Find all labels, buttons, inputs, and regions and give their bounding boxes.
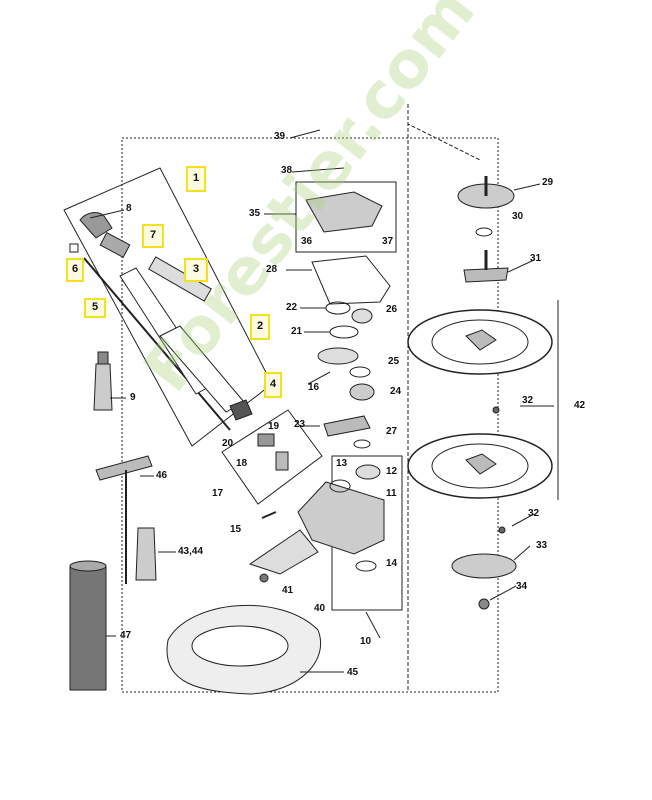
callout-28: 28 bbox=[266, 264, 278, 275]
part-42-lower-blade bbox=[407, 433, 553, 499]
callout-29: 29 bbox=[542, 177, 554, 188]
part-8-cap bbox=[79, 212, 113, 239]
highlight-callout-2: 2 bbox=[250, 314, 270, 340]
callout-11: 11 bbox=[386, 488, 397, 499]
highlight-callout-6: 6 bbox=[66, 258, 84, 282]
part-12-bearing bbox=[355, 464, 381, 480]
part-27-ring bbox=[353, 439, 371, 449]
callout-39: 39 bbox=[274, 131, 286, 142]
part-34-nut bbox=[478, 598, 490, 610]
callout-12: 12 bbox=[386, 466, 398, 477]
part-35-frame bbox=[295, 181, 397, 253]
part-32-screw-lower bbox=[498, 526, 506, 534]
callout-32-upper: 32 bbox=[522, 395, 534, 406]
callout-27: 27 bbox=[386, 426, 398, 437]
part-23-lever bbox=[323, 415, 371, 437]
part-40-guard bbox=[248, 529, 319, 575]
callout-40: 40 bbox=[314, 603, 326, 614]
part-28-gasket bbox=[311, 255, 391, 305]
part-5-shaft bbox=[83, 257, 231, 431]
part-9-grease-tube bbox=[93, 363, 113, 411]
part-47-spray-can bbox=[69, 565, 107, 691]
callout-33: 33 bbox=[536, 540, 548, 551]
part-33-dish bbox=[451, 553, 517, 579]
part-15-screw bbox=[261, 511, 277, 519]
callout-31: 31 bbox=[530, 253, 542, 264]
callout-21: 21 bbox=[291, 326, 303, 337]
highlight-callout-3: 3 bbox=[184, 258, 208, 282]
callout-26: 26 bbox=[386, 304, 398, 315]
callout-42: 42 bbox=[574, 400, 586, 411]
callout-9: 9 bbox=[130, 392, 136, 403]
callout-34: 34 bbox=[516, 581, 528, 592]
highlight-callout-1: 1 bbox=[186, 166, 206, 192]
part-17-frame bbox=[221, 409, 323, 505]
part-16-gear bbox=[317, 347, 359, 365]
part-7-sleeve bbox=[99, 232, 131, 258]
part-42-upper-blade bbox=[407, 309, 553, 375]
dashed-assembly-line bbox=[407, 104, 481, 690]
part-4-coupling bbox=[229, 399, 253, 421]
callout-18: 18 bbox=[236, 458, 248, 469]
part-32-screw-upper bbox=[492, 406, 500, 414]
part-31-drive-flange bbox=[463, 267, 509, 283]
callout-23: 23 bbox=[294, 419, 306, 430]
part-14-ring bbox=[355, 560, 377, 572]
callout-24: 24 bbox=[390, 386, 402, 397]
callout-19: 19 bbox=[268, 421, 280, 432]
part-41-screw bbox=[259, 573, 269, 583]
part-11-housing bbox=[297, 481, 385, 555]
callout-30: 30 bbox=[512, 211, 524, 222]
callout-25: 25 bbox=[388, 356, 400, 367]
part-24-bearing bbox=[349, 383, 375, 401]
callout-41: 41 bbox=[282, 585, 294, 596]
part-46-wrench bbox=[95, 455, 153, 481]
callout-14: 14 bbox=[386, 558, 398, 569]
highlight-callout-5: 5 bbox=[84, 298, 106, 318]
callout-17: 17 bbox=[212, 488, 224, 499]
callout-38: 38 bbox=[281, 165, 293, 176]
callout-46: 46 bbox=[156, 470, 168, 481]
part-21-ring bbox=[329, 325, 359, 339]
highlight-callout-4: 4 bbox=[264, 372, 282, 398]
part-30-ring bbox=[475, 227, 493, 237]
callout-32-lower: 32 bbox=[528, 508, 540, 519]
callout-22: 22 bbox=[286, 302, 298, 313]
callout-35: 35 bbox=[249, 208, 261, 219]
callout-8: 8 bbox=[126, 203, 132, 214]
part-43-44-tube bbox=[135, 527, 157, 581]
callout-20: 20 bbox=[222, 438, 234, 449]
callout-45: 45 bbox=[347, 667, 359, 678]
callout-15: 15 bbox=[230, 524, 242, 535]
part-13-ring bbox=[329, 479, 351, 493]
dashed-frame bbox=[121, 137, 499, 693]
part-26-bearing bbox=[351, 308, 373, 324]
callout-37: 37 bbox=[382, 236, 394, 247]
callout-16: 16 bbox=[308, 382, 320, 393]
callout-47: 47 bbox=[120, 630, 132, 641]
callout-36: 36 bbox=[301, 236, 313, 247]
part-6-small-cap bbox=[69, 243, 79, 253]
highlight-callout-7: 7 bbox=[142, 224, 164, 248]
part-17-parts bbox=[257, 433, 275, 447]
part-35-cover bbox=[305, 191, 383, 233]
callout-10: 10 bbox=[360, 636, 372, 647]
callout-43-44: 43,44 bbox=[178, 546, 204, 557]
part-25-ring bbox=[349, 366, 371, 378]
callout-13: 13 bbox=[336, 458, 348, 469]
part-3-label-strip bbox=[148, 256, 212, 302]
